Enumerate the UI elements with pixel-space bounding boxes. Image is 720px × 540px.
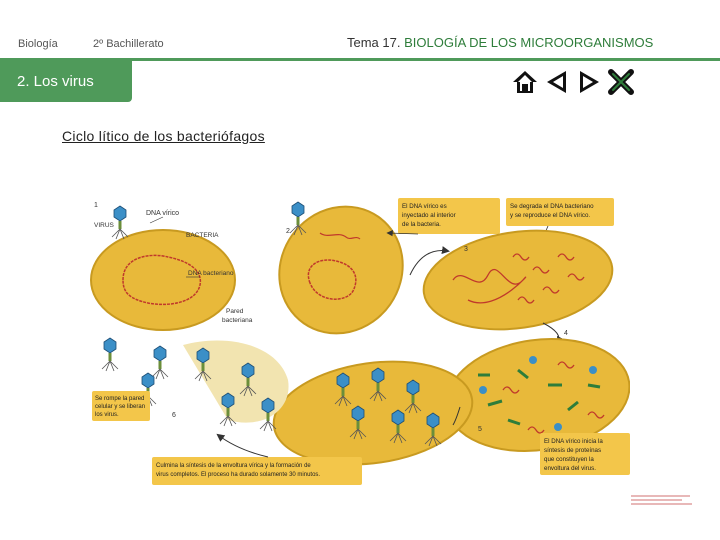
topic-title: Tema 17. BIOLOGÍA DE LOS MICROORGANISMOS <box>347 35 653 50</box>
close-x-icon <box>608 69 634 95</box>
course-label: 2º Bachillerato <box>93 38 164 50</box>
svg-text:Se rompe la pared celula: Se rompe la pared celular y se liberan l… <box>95 396 147 418</box>
image-credit <box>630 493 694 508</box>
label-bacteria: BACTERIA <box>186 232 219 239</box>
credit-watermark-icon <box>631 495 692 505</box>
header-divider <box>0 58 720 61</box>
topic-prefix: Tema 17. <box>347 35 401 50</box>
slide-title: Ciclo lítico de los bacteriófagos <box>62 128 265 144</box>
triangle-left-icon <box>547 71 566 93</box>
section-tab: 2. Los virus <box>0 61 132 102</box>
svg-text:El DNA vírico es inyecta: El DNA vírico es inyectado al interior d… <box>402 203 457 228</box>
step-6: 6 <box>172 412 176 419</box>
step-4: 4 <box>564 330 568 337</box>
next-button[interactable] <box>575 68 603 96</box>
label-dna-bacteriano: DNA bacteriano <box>188 270 234 277</box>
label-dna-virico: DNA vírico <box>146 210 179 217</box>
caption-box-lysis: Se rompe la pared celular y se liberan l… <box>92 391 150 421</box>
triangle-right-icon <box>580 71 599 93</box>
home-button[interactable] <box>511 68 539 96</box>
caption-box-replication: Se degrada el DNA bacteriano y se reprod… <box>506 198 614 226</box>
phage-approaching <box>111 205 129 240</box>
step-1: 1 <box>94 202 98 209</box>
bacterium-cell-3 <box>422 229 614 331</box>
label-pared-2: bacteriana <box>222 317 253 324</box>
bacterium-cell-1 <box>90 229 236 331</box>
label-pared-1: Pared <box>226 308 244 315</box>
step-5: 5 <box>478 426 482 433</box>
bacterium-cell-2 <box>278 205 404 335</box>
home-icon <box>513 71 537 93</box>
bacterium-cell-4 <box>445 338 630 452</box>
svg-text:Culmina la síntesis de la envo: Culmina la síntesis de la envoltura víri… <box>156 463 320 478</box>
caption-box-protein-synthesis: El DNA vírico inicia la síntesis de prot… <box>540 433 630 475</box>
lytic-cycle-figure: 1 DNA vírico VIRUS BACTERIA DNA bacteria… <box>90 198 630 485</box>
step-2: 2 <box>286 228 290 235</box>
caption-box-injection: El DNA vírico es inyectado al interior d… <box>398 198 500 234</box>
slide-navigation <box>511 68 635 96</box>
svg-text:Se degrada el DNA bacteriano: Se degrada el DNA bacteriano y se reprod… <box>510 203 595 219</box>
svg-text:El DNA vírico inicia la: El DNA vírico inicia la síntesis de prot… <box>544 438 605 472</box>
caption-box-assembly: Culmina la síntesis de la envoltura víri… <box>152 457 362 485</box>
topic-name: BIOLOGÍA DE LOS MICROORGANISMOS <box>404 35 654 50</box>
step-3: 3 <box>464 246 468 253</box>
label-virus: VIRUS <box>94 222 115 229</box>
close-button[interactable] <box>607 68 635 96</box>
previous-button[interactable] <box>543 68 571 96</box>
subject-label: Biología <box>18 38 58 50</box>
